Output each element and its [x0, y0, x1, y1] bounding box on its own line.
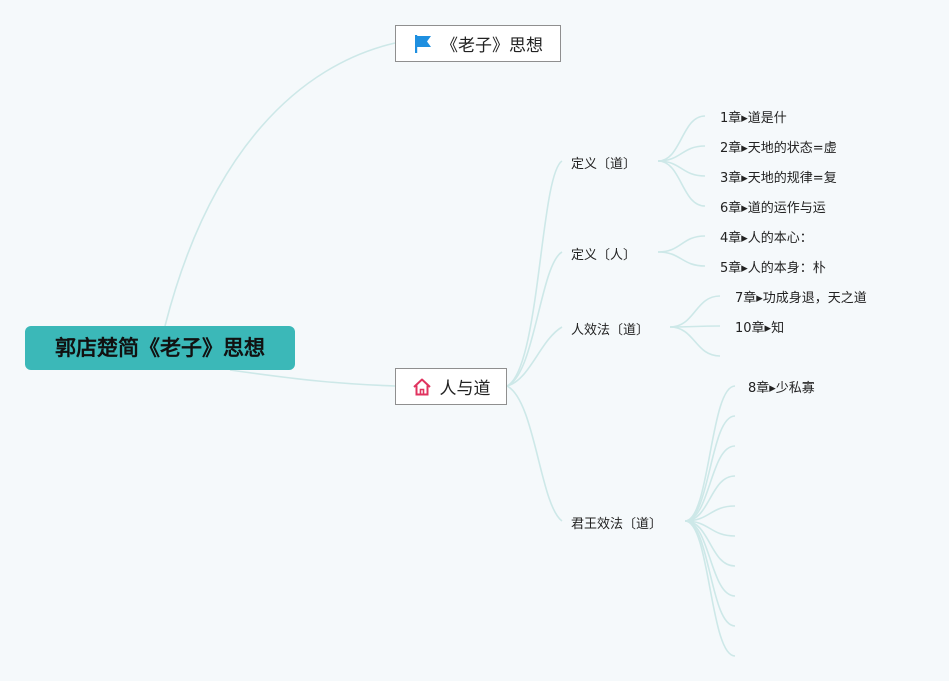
topic-ren-yu-dao[interactable]: 人与道	[395, 368, 507, 405]
root-label: 郭店楚简《老子》思想	[55, 336, 265, 360]
link-root-laozi	[164, 42, 396, 327]
leaf-topic[interactable]: 7章▸功成身退，天之道	[735, 291, 867, 306]
subtopic-ren-xiaofa-dao[interactable]: 人效法〔道〕	[571, 323, 650, 338]
leaf-link	[657, 251, 706, 267]
topic-laozi-thought[interactable]: 《老子》思想	[395, 25, 561, 62]
subtopic-define-ren[interactable]: 定义〔人〕	[571, 248, 637, 263]
leaf-link	[669, 326, 721, 357]
leaf-link	[669, 295, 721, 328]
flag-icon	[413, 34, 433, 54]
leaf-topic[interactable]: 5章▸人的本身：朴	[720, 261, 826, 276]
leaf-link	[657, 115, 706, 162]
link-root-ren	[229, 369, 396, 387]
leaf-link	[684, 520, 736, 627]
home-icon	[412, 377, 432, 397]
root-topic[interactable]: 郭店楚简《老子》思想	[25, 326, 295, 370]
subtopic-junwang-xiaofa-dao[interactable]: 君王效法〔道〕	[571, 517, 663, 532]
leaf-topic[interactable]: 8章▸少私寡	[748, 381, 815, 396]
leaf-topic[interactable]: 2章▸天地的状态=虚	[720, 141, 837, 156]
leaf-connectors	[657, 115, 736, 657]
leaf-link	[684, 520, 736, 657]
leaf-topic[interactable]: 3章▸天地的规律=复	[720, 171, 837, 186]
leaf-topic[interactable]: 4章▸人的本心：	[720, 231, 813, 246]
link-ren-dao	[506, 160, 563, 387]
leaf-link	[657, 160, 706, 207]
link-ren-junwang	[506, 385, 563, 522]
topic-label: 《老子》思想	[441, 36, 543, 56]
leaf-topic[interactable]: 1章▸道是什	[720, 111, 787, 126]
topic-label: 人与道	[439, 379, 491, 399]
leaf-topic[interactable]: 6章▸道的运作与运	[720, 201, 826, 216]
link-ren-ren	[506, 251, 563, 387]
subtopic-define-dao[interactable]: 定义〔道〕	[571, 157, 637, 172]
leaf-link	[684, 415, 736, 522]
leaf-link	[684, 475, 736, 522]
leaf-link	[657, 235, 706, 253]
leaf-topic[interactable]: 10章▸知	[735, 321, 785, 336]
leaf-link	[684, 445, 736, 522]
leaf-link	[684, 385, 736, 522]
link-ren-xiaofa	[506, 326, 563, 387]
